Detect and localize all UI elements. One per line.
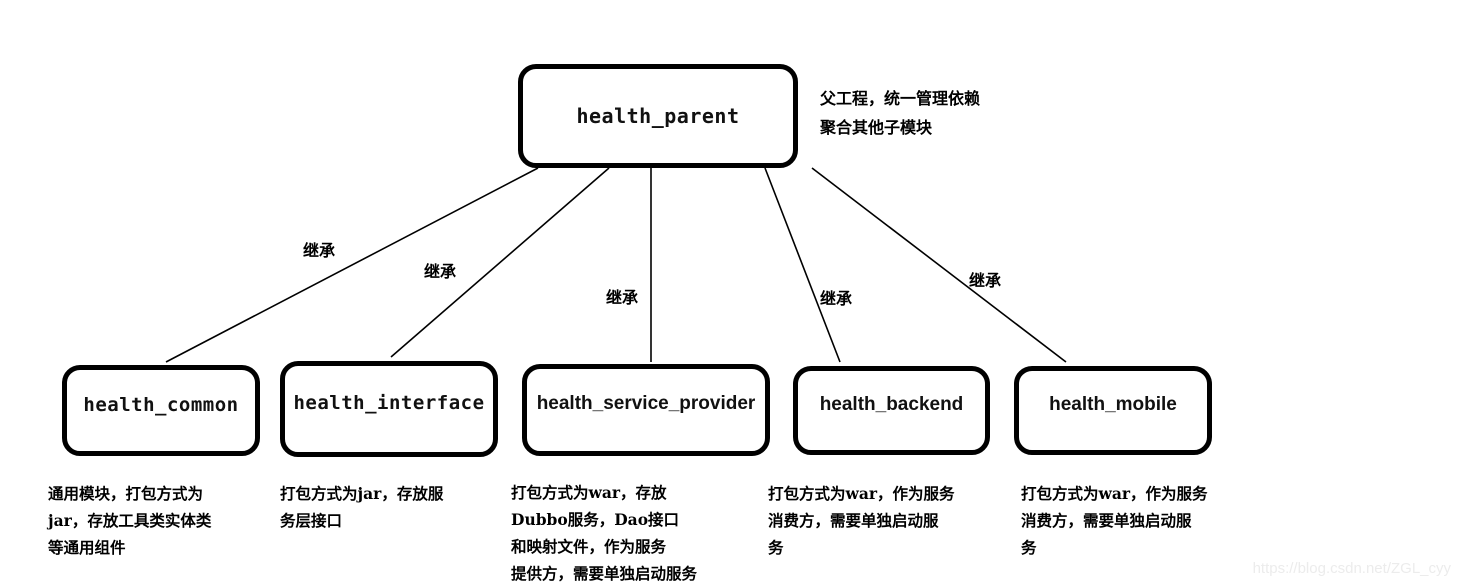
caption-health-mobile: 打包方式为war，作为服务 消费方，需要单独启动服 务	[1021, 480, 1208, 561]
node-health-parent[interactable]: health_parent	[518, 64, 798, 168]
edge-line-health-common	[165, 167, 539, 363]
edge-label-health-mobile: 继承	[969, 271, 1002, 290]
watermark: https://blog.csdn.net/ZGL_cyy	[1252, 560, 1451, 577]
caption-line: 消费方，需要单独启动服	[1021, 511, 1192, 530]
edge-label-health-interface: 继承	[424, 262, 457, 281]
parent-note-line-1: 父工程，统一管理依赖	[820, 89, 981, 108]
caption-line: 和映射文件，作为服务	[511, 537, 667, 556]
node-health-mobile-label: health_mobile	[1049, 393, 1177, 415]
caption-health-backend: 打包方式为war，作为服务 消费方，需要单独启动服 务	[768, 480, 955, 561]
node-health-common[interactable]: health_common	[62, 365, 260, 456]
caption-line: 消费方，需要单独启动服	[768, 511, 939, 530]
caption-line: 务层接口	[280, 511, 343, 530]
edge-line-health-mobile	[811, 167, 1067, 363]
caption-health-service-provider: 打包方式为war，存放 Dubbo服务，Dao接口 和映射文件，作为服务 提供方…	[511, 479, 697, 583]
edge-label-health-service-provider: 继承	[606, 288, 639, 307]
node-health-interface-label: health_interface	[293, 392, 485, 414]
node-health-service-provider-label: health_service_provider	[536, 393, 756, 414]
edge-label-health-backend: 继承	[820, 289, 853, 308]
caption-line: 务	[768, 538, 784, 557]
node-health-backend-label: health_backend	[819, 393, 964, 415]
caption-line: 打包方式为jar，存放服	[280, 484, 444, 503]
caption-line: 打包方式为war，存放	[511, 483, 667, 502]
caption-line: 打包方式为war，作为服务	[768, 484, 955, 503]
caption-line: 打包方式为war，作为服务	[1021, 484, 1208, 503]
node-health-parent-label: health_parent	[576, 104, 740, 128]
caption-line: 提供方，需要单独启动服务	[511, 564, 698, 583]
caption-health-interface: 打包方式为jar，存放服 务层接口	[280, 480, 443, 534]
caption-health-common: 通用模块，打包方式为 jar，存放工具类实体类 等通用组件	[48, 480, 211, 561]
parent-note-line-2: 聚合其他子模块	[820, 118, 933, 137]
node-health-backend[interactable]: health_backend	[793, 366, 990, 455]
caption-line: Dubbo服务，Dao接口	[511, 510, 680, 529]
node-health-common-label: health_common	[83, 393, 239, 416]
caption-line: 通用模块，打包方式为	[48, 484, 204, 503]
caption-line: 务	[1021, 538, 1037, 557]
caption-line: 等通用组件	[48, 538, 126, 557]
edge-label-health-common: 继承	[303, 241, 336, 260]
node-health-service-provider[interactable]: health_service_provider	[522, 364, 770, 456]
node-health-mobile[interactable]: health_mobile	[1014, 366, 1212, 455]
edge-line-health-backend	[764, 167, 841, 363]
node-health-interface[interactable]: health_interface	[280, 361, 498, 457]
parent-note: 父工程，统一管理依赖 聚合其他子模块	[820, 84, 980, 142]
caption-line: jar，存放工具类实体类	[48, 511, 212, 530]
